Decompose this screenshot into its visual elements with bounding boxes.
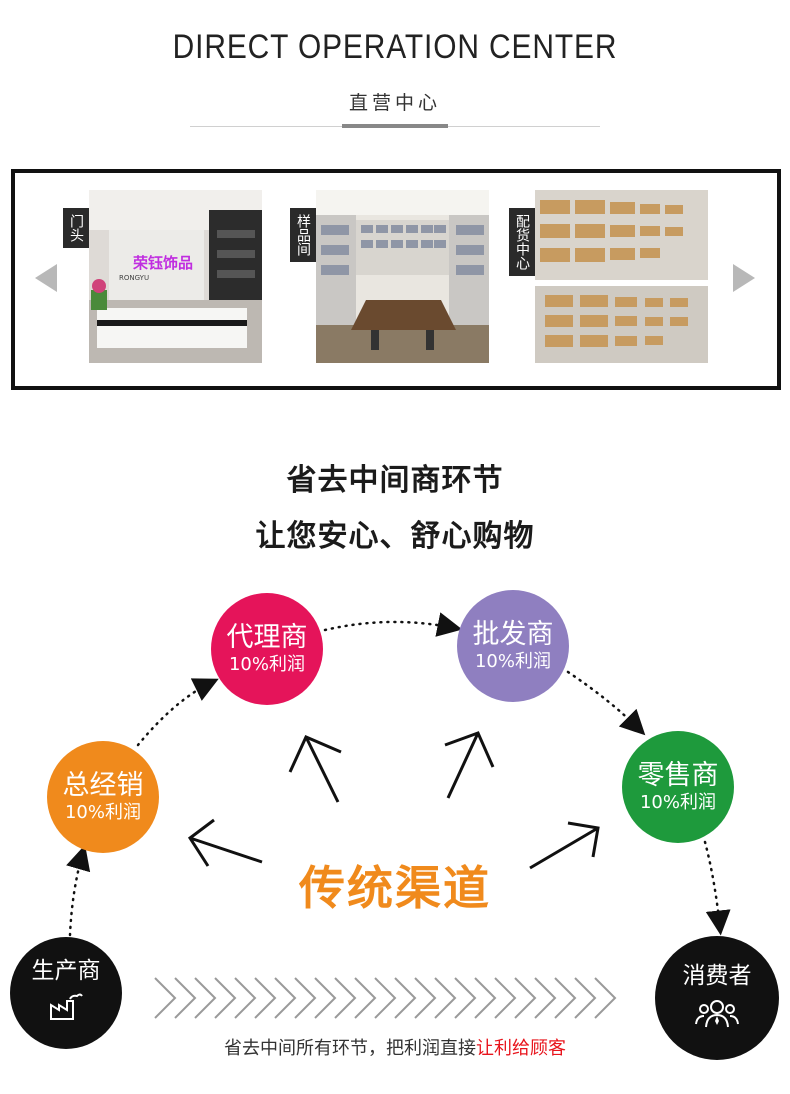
node-wholesaler-profit: 10%利润: [474, 651, 551, 672]
node-retailer-label: 零售商: [637, 760, 719, 791]
gallery-tab-storefront: 门头: [63, 208, 89, 248]
big-arrow-up-right: [444, 731, 495, 799]
channel-title: 传统渠道: [299, 861, 491, 915]
node-agent-profit: 10%利润: [228, 654, 305, 675]
header-divider-accent: [342, 124, 448, 128]
node-agent-label: 代理商: [226, 622, 308, 653]
node-agent: 代理商 10%利润: [211, 593, 323, 705]
flow-arrow-producer-distributor: [66, 844, 91, 937]
gallery-tab-sample-room: 样品间: [290, 208, 316, 262]
chevron-band-icon: [154, 977, 617, 1019]
flow-arrow-retailer-consumer: [703, 840, 731, 936]
flow-arrow-distributor-agent: [136, 678, 219, 747]
node-retailer: 零售商 10%利润: [622, 731, 734, 843]
node-consumer: 消费者: [655, 936, 779, 1060]
flow-arrow-agent-wholesaler: [323, 612, 463, 637]
node-general-distributor-profit: 10%利润: [64, 802, 141, 823]
node-general-distributor: 总经销 10%利润: [47, 741, 159, 853]
node-consumer-label: 消费者: [682, 963, 752, 989]
gallery-photo-storefront[interactable]: 荣钰饰品 RONGYU: [89, 190, 262, 363]
page-title: DIRECT OPERATION CENTER: [172, 28, 618, 66]
headline-line-2: 让您安心、舒心购物: [255, 519, 535, 554]
gallery-photo-sample-room[interactable]: [316, 190, 489, 363]
node-producer-label: 生产商: [31, 958, 101, 984]
gallery-next-arrow-icon[interactable]: [733, 264, 755, 292]
big-arrow-right: [529, 821, 600, 870]
bottom-note: 省去中间所有环节，把利润直接让利给顾客: [0, 1034, 790, 1060]
bottom-note-text: 省去中间所有环节，把利润直接: [224, 1038, 476, 1059]
node-producer: 生产商: [10, 937, 122, 1049]
node-retailer-profit: 10%利润: [639, 792, 716, 813]
node-general-distributor-label: 总经销: [62, 770, 144, 801]
gallery-tab-warehouse: 配货中心: [509, 208, 535, 276]
gallery-photo-warehouse[interactable]: [535, 190, 708, 363]
big-arrow-left: [187, 818, 263, 867]
flow-arrow-wholesaler-retailer: [566, 670, 646, 736]
page-subtitle: 直营中心: [348, 92, 441, 114]
factory-icon: [50, 993, 83, 1020]
big-arrow-up-left: [288, 735, 342, 803]
users-icon: [695, 1000, 739, 1028]
node-wholesaler: 批发商 10%利润: [457, 590, 569, 702]
headline-line-1: 省去中间商环节: [286, 463, 504, 498]
storefront-sign: 荣钰饰品: [132, 254, 193, 272]
gallery-prev-arrow-icon[interactable]: [35, 264, 57, 292]
bottom-note-highlight: 让利给顾客: [476, 1038, 566, 1059]
storefront-sign-small: RONGYU: [119, 274, 150, 282]
node-wholesaler-label: 批发商: [472, 619, 554, 650]
